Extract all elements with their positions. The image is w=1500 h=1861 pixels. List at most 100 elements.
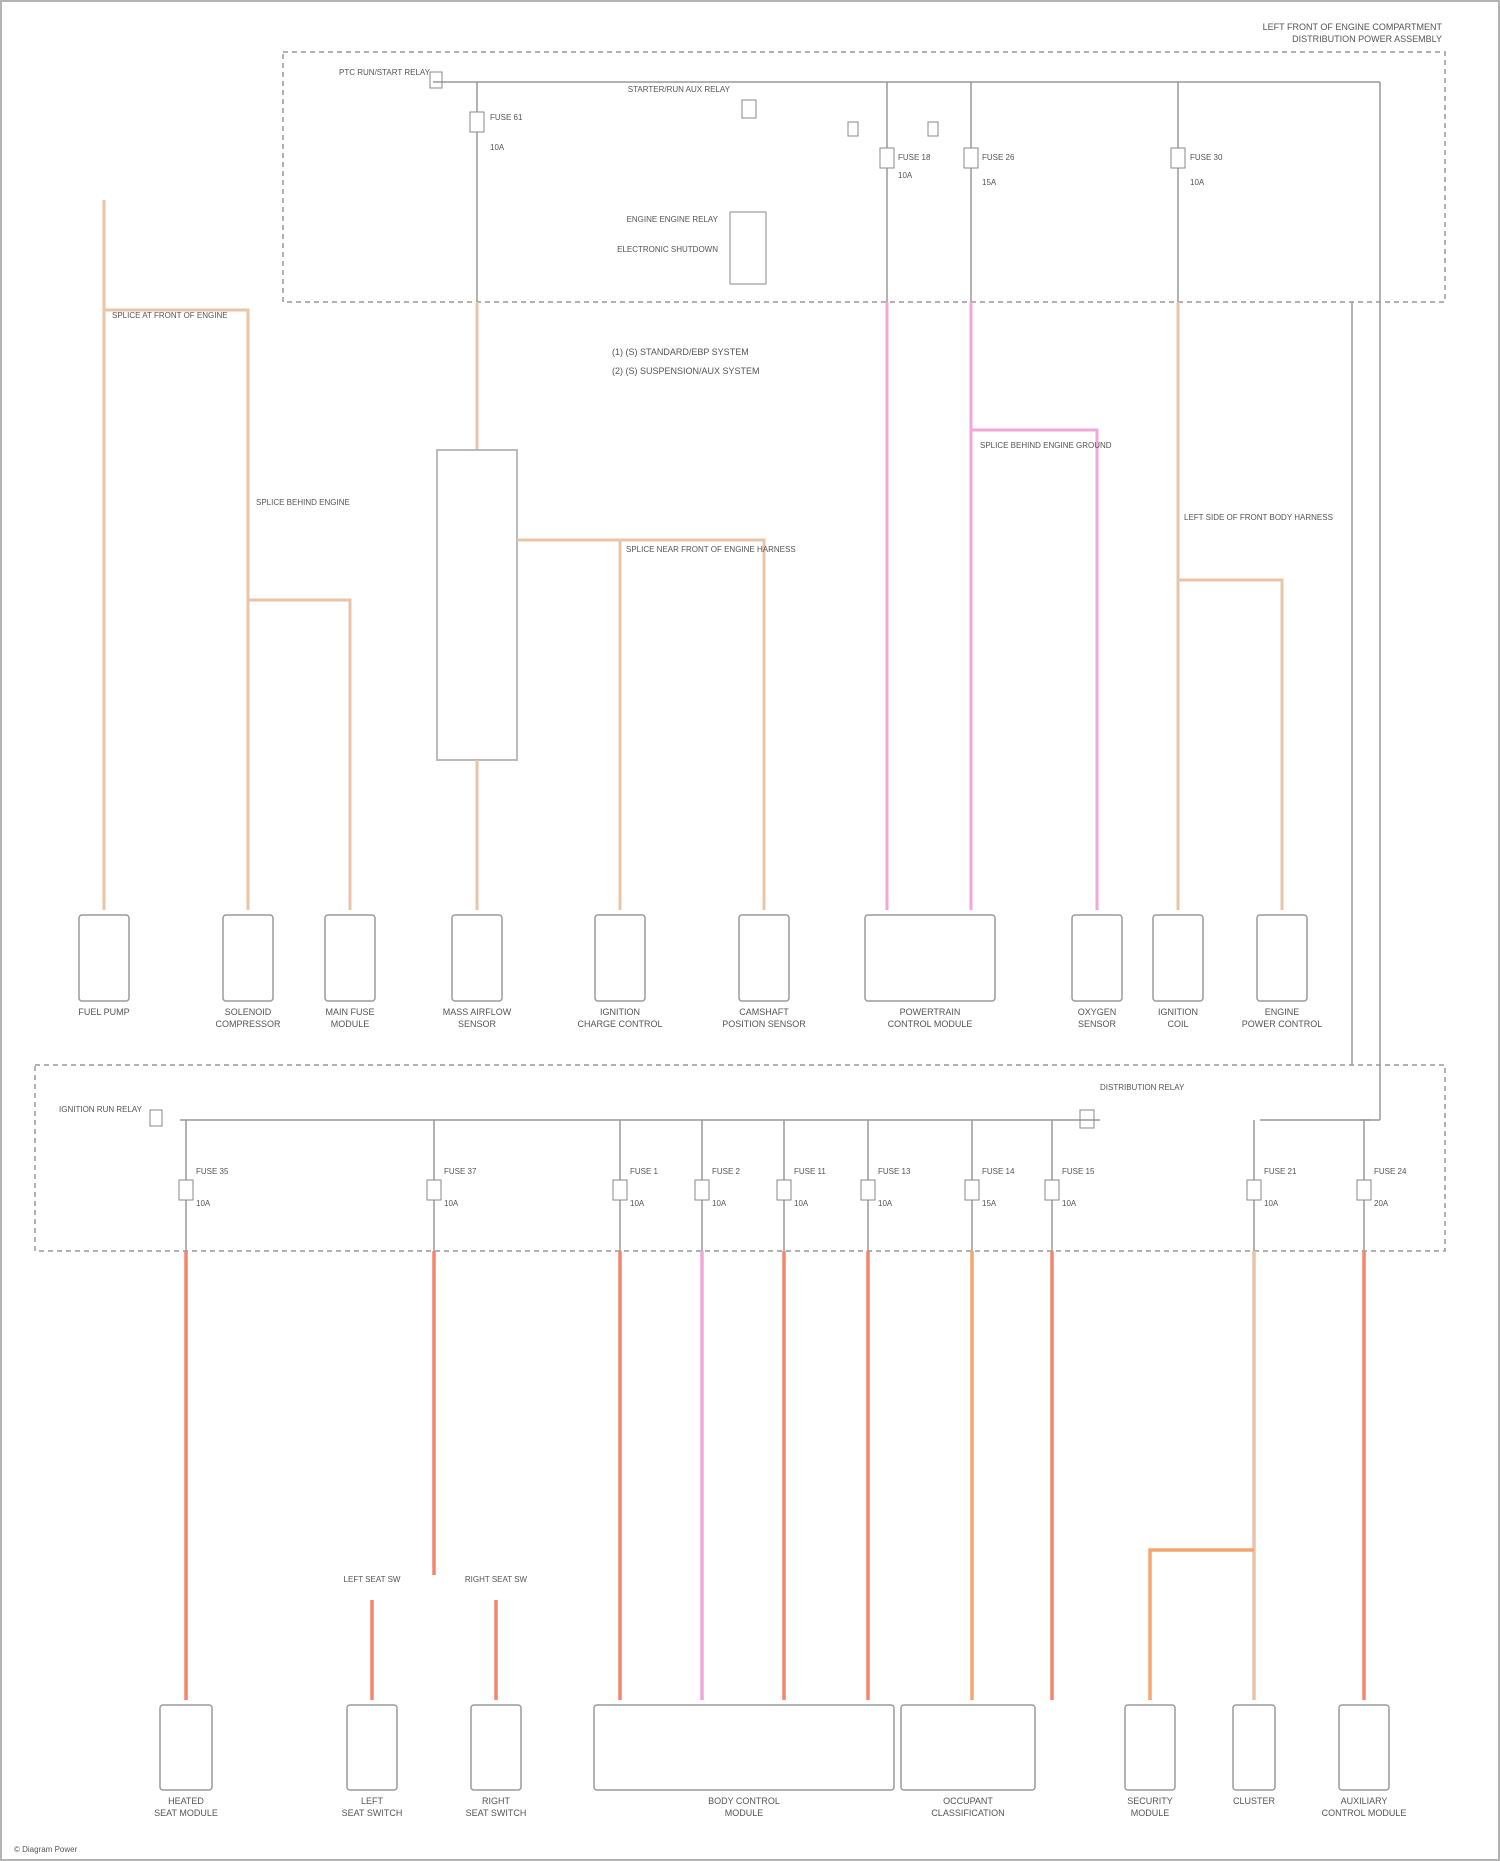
splice-label: SPLICE NEAR FRONT OF ENGINE HARNESS [626, 545, 796, 554]
fuse-amps: 10A [712, 1199, 727, 1208]
fuse-amps: 10A [1190, 178, 1205, 187]
seat-switch-label: LEFT SEAT SW [344, 1575, 401, 1584]
fuse-amps: 10A [794, 1199, 809, 1208]
component: BODY CONTROL MODULE [594, 1705, 894, 1818]
component-subname: MODULE [1131, 1808, 1170, 1818]
fuse-amps: 15A [982, 178, 997, 187]
component-subname: POSITION SENSOR [722, 1019, 806, 1029]
fuse-name: FUSE 37 [444, 1167, 477, 1176]
fuse: FUSE 61 10A [470, 112, 523, 152]
component: CAMSHAFT POSITION SENSOR [722, 915, 806, 1029]
component-name: SECURITY [1127, 1796, 1173, 1806]
component-box [1339, 1705, 1389, 1790]
component-box [1125, 1705, 1175, 1790]
component: SOLENOID COMPRESSOR [215, 915, 281, 1029]
fuse-name: FUSE 30 [1190, 153, 1223, 162]
component-name: HEATED [168, 1796, 204, 1806]
relay-symbol: PTC RUN/START RELAY [339, 68, 442, 88]
component-subname: COMPRESSOR [215, 1019, 281, 1029]
fuse-name: FUSE 1 [630, 1167, 659, 1176]
component: RIGHT SEAT SWITCH [466, 1705, 527, 1818]
component-name: BODY CONTROL [708, 1796, 780, 1806]
component-box [865, 915, 995, 1001]
component-box [1233, 1705, 1275, 1790]
fuse: FUSE 110A [613, 1120, 659, 1251]
fuse-name: FUSE 26 [982, 153, 1015, 162]
relay-symbol: STARTER/RUN AUX RELAY [628, 85, 938, 136]
splice-label: LEFT SIDE OF FRONT BODY HARNESS [1184, 513, 1333, 522]
component-name: CLUSTER [1233, 1796, 1276, 1806]
fuse-name: FUSE 2 [712, 1167, 741, 1176]
splice-label: SPLICE BEHIND ENGINE GROUND [980, 441, 1112, 450]
component-subname: MODULE [725, 1808, 764, 1818]
component-subname: POWER CONTROL [1242, 1019, 1323, 1029]
component-box [1153, 915, 1203, 1001]
splice-label: SPLICE AT FRONT OF ENGINE [112, 311, 228, 320]
component-box [901, 1705, 1035, 1790]
fuse-name: FUSE 24 [1374, 1167, 1407, 1176]
fuse-amps: 10A [444, 1199, 459, 1208]
fuse: FUSE 2 10A [695, 1120, 741, 1251]
relay-symbol: ENGINE ENGINE RELAY ELECTRONIC SHUTDOWN [617, 212, 766, 284]
component-name: RIGHT [482, 1796, 511, 1806]
fuse-name: FUSE 14 [982, 1167, 1015, 1176]
component-box [1072, 915, 1122, 1001]
component: IGNITIONCHARGE CONTROL [577, 915, 662, 1029]
component: ENGINE POWER CONTROL [1242, 915, 1323, 1029]
component-name: IGNITION [600, 1007, 640, 1017]
component-subname: SEAT SWITCH [342, 1808, 403, 1818]
component: HEATED SEAT MODULE [154, 1705, 218, 1818]
diagram-header: LEFT FRONT OF ENGINE COMPARTMENT DISTRIB… [1263, 22, 1443, 44]
legend-item: (1) (S) STANDARD/EBP SYSTEM [612, 347, 749, 357]
component-subname: SEAT MODULE [154, 1808, 218, 1818]
relay-label: ELECTRONIC SHUTDOWN [617, 245, 718, 254]
component: SECURITY MODULE [1125, 1705, 1175, 1818]
component-name: ENGINE [1265, 1007, 1300, 1017]
component: CLUSTER [1233, 1705, 1276, 1806]
component: MASS AIRFLOWSENSOR [443, 915, 512, 1029]
header-line2: DISTRIBUTION POWER ASSEMBLY [1292, 34, 1442, 44]
fuse-name: FUSE 13 [878, 1167, 911, 1176]
bottom-components: HEATED SEAT MODULE LEFTSEAT SWITCH RIGHT SEA… [154, 1705, 1406, 1818]
legend-item: (2) (S) SUSPENSION/AUX SYSTEM [612, 366, 760, 376]
component-box [739, 915, 789, 1001]
component-subname: SENSOR [1078, 1019, 1117, 1029]
component-box [223, 915, 273, 1001]
component-name: IGNITION [1158, 1007, 1198, 1017]
header-line1: LEFT FRONT OF ENGINE COMPARTMENT [1263, 22, 1443, 32]
component-box [471, 1705, 521, 1790]
component-box [452, 915, 502, 1001]
fuse-amps: 20A [1374, 1199, 1389, 1208]
component: POWERTRAINCONTROL MODULE [865, 915, 995, 1029]
component-subname: SEAT SWITCH [466, 1808, 527, 1818]
fuse-amps: 10A [1062, 1199, 1077, 1208]
component-box [347, 1705, 397, 1790]
component-name: POWERTRAIN [900, 1007, 961, 1017]
component: FUEL PUMP [78, 915, 129, 1017]
fuse-amps: 10A [490, 143, 505, 152]
component-name: CAMSHAFT [739, 1007, 789, 1017]
fuse: FUSE 37 10A [427, 1120, 477, 1251]
top-components: FUEL PUMP SOLENOID COMPRESSOR MAIN FUSEMODU… [78, 915, 1322, 1029]
legend: (1) (S) STANDARD/EBP SYSTEM (2) (S) SUSP… [612, 347, 760, 376]
relay-label: DISTRIBUTION RELAY [1100, 1083, 1185, 1092]
component-subname: CLASSIFICATION [931, 1808, 1004, 1818]
fuse-name: FUSE 15 [1062, 1167, 1095, 1176]
upper-wiring [104, 200, 1282, 910]
component: MAIN FUSEMODULE [325, 915, 375, 1029]
component-box [79, 915, 129, 1001]
fuse-amps: 10A [878, 1199, 893, 1208]
component-subname: MODULE [331, 1019, 370, 1029]
fuse-name: FUSE 61 [490, 113, 523, 122]
component-box [1257, 915, 1307, 1001]
relay-label: PTC RUN/START RELAY [339, 68, 431, 77]
component-name: SOLENOID [225, 1007, 272, 1017]
